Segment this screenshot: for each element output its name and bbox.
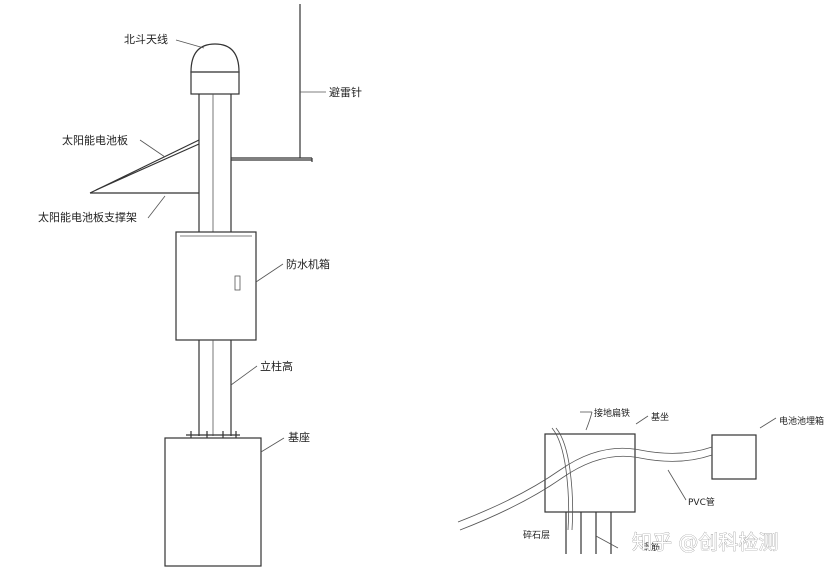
rebar-rods [565, 512, 612, 554]
label-solar-panel-bracket: 太阳能电池板支撑架 [38, 210, 137, 224]
base [164, 431, 285, 567]
label-foundation: 基坐 [651, 411, 669, 423]
grounding-flat-iron [551, 411, 593, 531]
pole-upper [198, 94, 232, 232]
electrode-pit [711, 434, 757, 480]
label-electrode-pit: 电池池埋箱 [779, 415, 824, 427]
label-beidou-antenna: 北斗天线 [124, 32, 168, 46]
label-grounding-flat-iron: 接地扁铁 [594, 407, 630, 419]
pvc-pipe [457, 446, 713, 531]
pole-lower [198, 340, 258, 436]
watermark: 知乎 @创科检测 [632, 530, 778, 554]
label-solar-panel: 太阳能电池板 [62, 133, 128, 147]
waterproof-box [175, 231, 284, 341]
label-pvc-pipe: PVC管 [688, 496, 715, 508]
label-waterproof-box: 防水机箱 [286, 257, 330, 271]
label-pole-height: 立柱高 [260, 359, 293, 373]
lightning-rod [231, 4, 326, 162]
label-rebar: 钢筋 [642, 541, 660, 553]
foundation-block [544, 433, 636, 513]
label-gravel-layer: 碎石层 [523, 529, 550, 541]
label-lightning-rod: 避雷针 [329, 85, 362, 99]
solar-panel [89, 139, 200, 194]
right-leaders [595, 415, 777, 549]
solar-panel-bracket [147, 195, 166, 219]
label-base: 基座 [288, 430, 310, 444]
beidou-antenna [175, 39, 240, 95]
